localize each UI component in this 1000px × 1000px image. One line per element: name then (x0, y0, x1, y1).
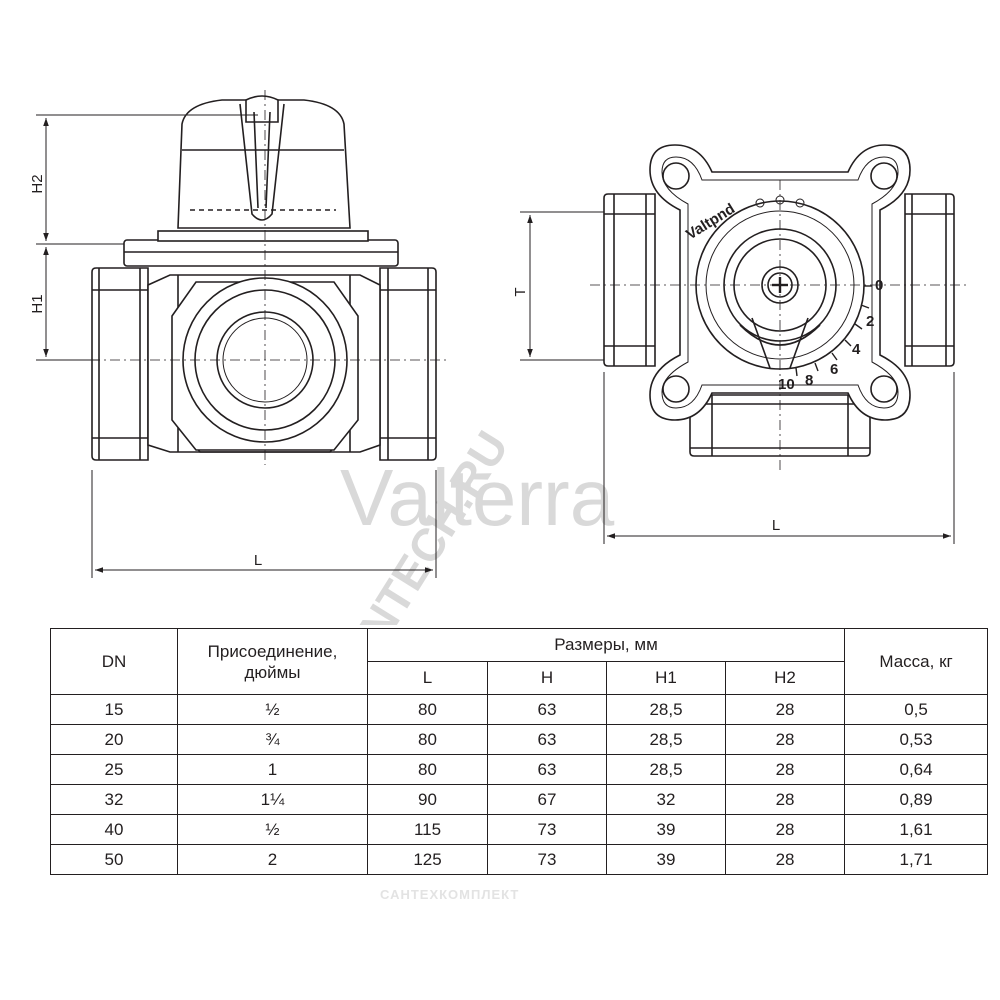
dim-h2-label: H2 (29, 174, 46, 193)
dial-scale-6: 6 (830, 361, 838, 378)
table-header-row: DN Присоединение, дюймы Размеры, мм Масс… (50, 628, 989, 695)
table-subheader-row: L H H1 H2 (51, 661, 988, 695)
table-row: 25 1 80 63 28,5 28 0,64 (50, 754, 989, 785)
table-row: 20 ¾ 80 63 28,5 28 0,53 (50, 724, 989, 755)
valve-front-view (91, 95, 437, 461)
cell-dn: 50 (50, 844, 178, 875)
cell-conn: ¾ (177, 724, 368, 755)
header-h2: H2 (724, 661, 846, 695)
cell-h2: 28 (724, 694, 846, 725)
header-connection-line2: дюймы (244, 662, 301, 682)
cell-mass: 0,5 (844, 694, 989, 725)
cell-h1: 39 (606, 844, 726, 875)
header-h1: H1 (606, 661, 726, 695)
cell-h: 63 (487, 754, 607, 785)
table-row: 50 2 125 73 39 28 1,71 (50, 844, 989, 875)
cell-h1: 28,5 (606, 724, 726, 755)
dial-scale (795, 285, 872, 377)
top-centerlines (590, 180, 970, 470)
cell-conn: 1¼ (177, 784, 368, 815)
cell-mass: 0,89 (844, 784, 989, 815)
cell-l: 115 (367, 814, 488, 845)
cell-l: 80 (367, 724, 488, 755)
technical-drawing: Valterra SANTECH.RU (29, 90, 970, 625)
cell-h1: 28,5 (606, 694, 726, 725)
cell-l: 80 (367, 694, 488, 725)
dial-scale-10: 10 (778, 376, 795, 393)
cell-h2: 28 (724, 814, 846, 845)
cell-mass: 0,53 (844, 724, 989, 755)
cell-h2: 28 (724, 844, 846, 875)
dim-l-label-top: L (772, 517, 780, 534)
header-l: L (367, 661, 488, 695)
cell-conn: 1 (177, 754, 368, 785)
cell-dn: 25 (50, 754, 178, 785)
dial-scale-8: 8 (805, 372, 813, 389)
dial-scale-2: 2 (866, 313, 874, 330)
dim-h1-label: H1 (29, 294, 46, 313)
cell-dn: 15 (50, 694, 178, 725)
cell-h: 63 (487, 694, 607, 725)
cell-h1: 28,5 (606, 754, 726, 785)
cell-conn: ½ (177, 694, 368, 725)
cell-dn: 32 (50, 784, 178, 815)
front-centerlines (70, 90, 450, 465)
header-h: H (487, 661, 607, 695)
cell-dn: 20 (50, 724, 178, 755)
dial-scale-0: 0 (875, 277, 883, 294)
cell-h: 73 (487, 844, 607, 875)
cell-h1: 32 (606, 784, 726, 815)
cell-l: 80 (367, 754, 488, 785)
cell-dn: 40 (50, 814, 178, 845)
watermark-brand: Valterra (340, 453, 615, 542)
header-dn: DN (50, 628, 178, 695)
cell-h: 67 (487, 784, 607, 815)
header-connection: Присоединение, дюймы (177, 628, 368, 695)
top-dimensions (520, 211, 955, 544)
header-sizes: Размеры, мм (366, 628, 846, 662)
cell-h2: 28 (724, 784, 846, 815)
cell-mass: 1,61 (844, 814, 989, 845)
dial-scale-4: 4 (852, 341, 861, 358)
cell-mass: 0,64 (844, 754, 989, 785)
dim-t-label: T (512, 287, 529, 296)
cell-h2: 28 (724, 724, 846, 755)
specification-table: DN Присоединение, дюймы Размеры, мм Масс… (50, 628, 989, 875)
header-connection-line1: Присоединение, (207, 641, 338, 661)
cell-mass: 1,71 (844, 844, 989, 875)
valve-top-view (603, 144, 955, 457)
front-dimensions (36, 114, 437, 578)
cell-h: 73 (487, 814, 607, 845)
cell-l: 125 (367, 844, 488, 875)
table-row: 40 ½ 115 73 39 28 1,61 (50, 814, 989, 845)
cell-l: 90 (367, 784, 488, 815)
watermark-footer: САНТЕХКОМПЛЕКТ (380, 887, 520, 902)
cell-h1: 39 (606, 814, 726, 845)
cell-conn: ½ (177, 814, 368, 845)
cell-h2: 28 (724, 754, 846, 785)
table-row: 32 1¼ 90 67 32 28 0,89 (50, 784, 989, 815)
table-row: 15 ½ 80 63 28,5 28 0,5 (50, 694, 989, 725)
cell-conn: 2 (177, 844, 368, 875)
dim-l-label-front: L (254, 552, 262, 569)
cell-h: 63 (487, 724, 607, 755)
header-mass: Масса, кг (844, 628, 989, 695)
